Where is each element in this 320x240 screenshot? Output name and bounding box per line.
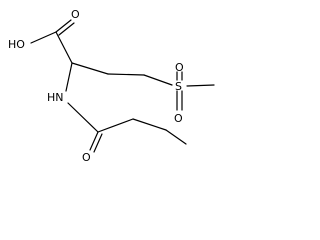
atom-label-amide-o: O [82,151,91,164]
bond-amide-c-ch2 [97,118,134,133]
bond-nh-amide-c [67,102,99,133]
chemical-structure: HO O HN S O O O [8,8,215,164]
bond-amide-c-o-double-1 [89,131,99,151]
atom-label-oh: HO [8,38,25,51]
atom-label-s: S [175,80,182,93]
bond-alpha-c-nh [65,62,73,92]
bond-ch2-ch2 [107,73,145,76]
atom-label-sulfonyl-o-bottom: O [174,112,183,125]
atom-label-sulfonyl-o-top: O [175,61,184,74]
atom-label-carboxyl-o: O [71,8,80,21]
bond-s-ch3 [186,84,215,87]
bond-carboxyl-c-o-double-1 [55,19,72,33]
atom-label-nh: HN [47,91,64,104]
bond-ch2-s [143,74,173,86]
bond-carboxyl-c-o-double-2 [58,22,75,36]
bond-carboxyl-c-alpha-c [55,31,73,64]
bond-amide-c-o-double-2 [93,133,103,153]
bond-alpha-c-ch2 [71,62,109,75]
bond-ch2-ch3-butanoyl [165,129,187,145]
bond-oh-carboxyl-c [30,31,57,44]
bond-ch2-ch2-butanoyl [132,118,167,131]
